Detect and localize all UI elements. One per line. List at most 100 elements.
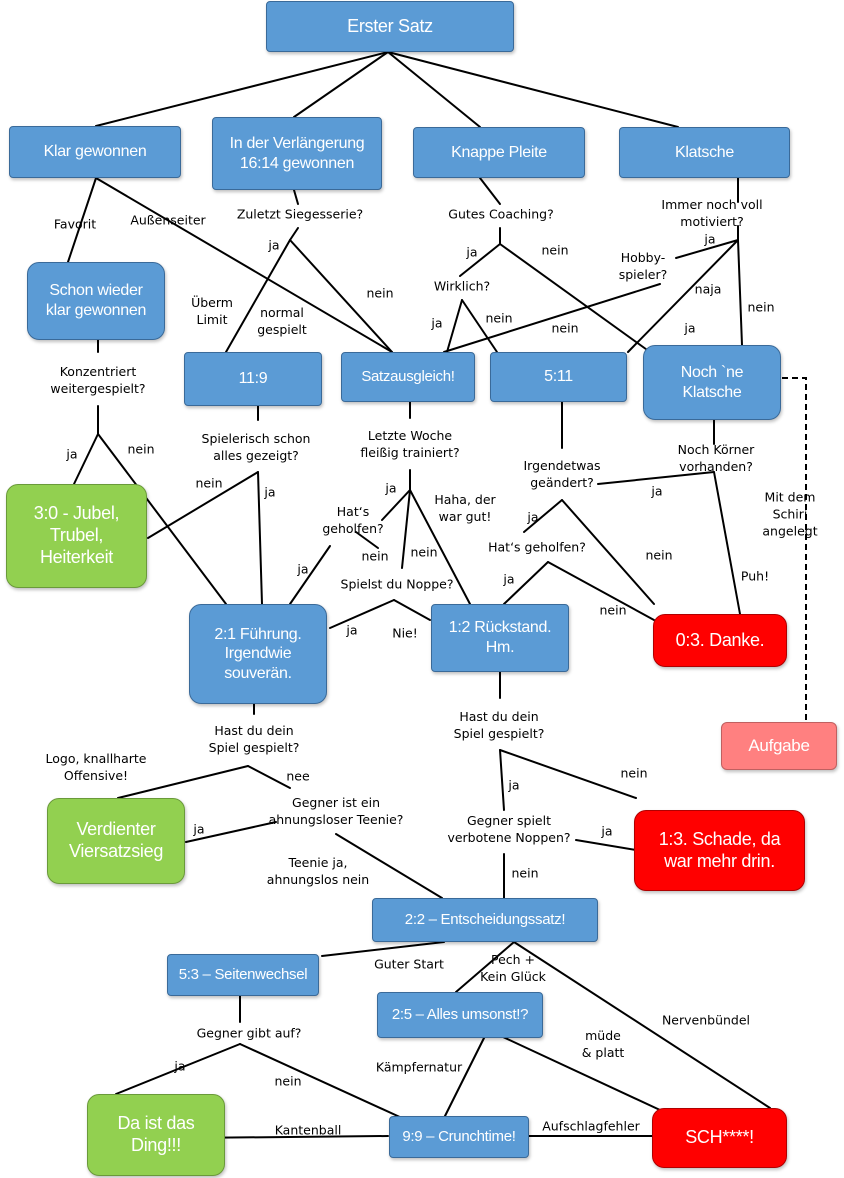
- edge: [293, 51, 389, 118]
- label-nee: nee: [286, 768, 310, 784]
- edge: [575, 839, 637, 851]
- node-klatsche: Klatsche: [619, 127, 790, 178]
- label-nie: Nie!: [392, 625, 418, 641]
- edge: [95, 51, 389, 127]
- label-pech: Pech + Kein Glück: [480, 952, 546, 984]
- label-nein: nein: [485, 310, 513, 326]
- edge: [487, 1029, 661, 1111]
- edge: [499, 749, 505, 811]
- label-nein: nein: [366, 285, 394, 301]
- edge: [443, 1029, 489, 1119]
- label-wirklich: Wirklich?: [433, 278, 491, 294]
- label-ja: ja: [174, 1058, 186, 1074]
- edge: [443, 283, 661, 353]
- label-schiri: Mit dem Schiri angelegt: [762, 489, 818, 539]
- edge: [329, 599, 395, 629]
- label-ja: ja: [503, 571, 515, 587]
- label-nein: nein: [645, 547, 673, 563]
- edge: [387, 51, 481, 128]
- edge: [117, 765, 249, 799]
- label-letzte-woche: Letzte Woche fleißig trainiert?: [360, 428, 460, 460]
- label-kantenball: Kantenball: [274, 1122, 342, 1138]
- edge: [713, 471, 741, 615]
- label-hats-geholfen-1: Hat‘s geholfen?: [322, 504, 384, 536]
- label-guter-start: Guter Start: [374, 956, 444, 972]
- label-ja: ja: [385, 480, 397, 496]
- label-ja: ja: [297, 561, 309, 577]
- label-spielerisch: Spielerisch schon alles gezeigt?: [201, 431, 311, 463]
- node-erster-satz: Erster Satz: [266, 1, 514, 52]
- node-knappe-pleite: Knappe Pleite: [413, 127, 585, 178]
- label-noch-koerner: Noch Körner vorhanden?: [677, 442, 755, 474]
- label-nein: nein: [511, 865, 539, 881]
- label-konzentriert: Konzentriert weitergespielt?: [50, 364, 146, 396]
- label-ja: ja: [466, 244, 478, 260]
- label-naja: naja: [694, 281, 722, 297]
- node-schade: 1:3. Schade, da war mehr drin.: [634, 810, 805, 891]
- label-puh: Puh!: [740, 568, 770, 584]
- label-nein: nein: [361, 548, 389, 564]
- edge: [446, 299, 463, 353]
- label-hast-du-1: Hast du dein Spiel gespielt?: [208, 723, 300, 755]
- label-zuletzt: Zuletzt Siegesserie?: [236, 206, 364, 222]
- label-gegner-teenie: Gegner ist ein ahnungsloser Teenie?: [268, 795, 404, 827]
- label-nervenbuendel: Nervenbündel: [661, 1012, 751, 1028]
- label-hobbyspieler: Hobby- spieler?: [618, 250, 668, 282]
- node-sch: SCH****!: [652, 1108, 787, 1168]
- edge: [355, 531, 379, 549]
- label-hast-du-2: Hast du dein Spiel gespielt?: [453, 709, 545, 741]
- node-11-9: 11:9: [184, 352, 322, 406]
- label-nein: nein: [747, 299, 775, 315]
- edge: [97, 433, 227, 605]
- label-ja: ja: [527, 509, 539, 525]
- label-ja: ja: [704, 231, 716, 247]
- edge: [523, 499, 563, 533]
- node-seitenwechsel: 5:3 – Seitenwechsel: [167, 954, 319, 996]
- node-verdienter: Verdienter Viersatzsieg: [47, 798, 185, 884]
- label-ja: ja: [264, 484, 276, 500]
- edge: [461, 299, 498, 353]
- label-ja: ja: [193, 821, 205, 837]
- edge: [503, 561, 549, 605]
- dashed-edge: [782, 377, 807, 722]
- node-ding: Da ist das Ding!!!: [87, 1094, 225, 1176]
- label-ja: ja: [346, 622, 358, 638]
- label-nein: nein: [127, 441, 155, 457]
- edge: [95, 177, 393, 353]
- edge: [561, 499, 655, 605]
- node-danke: 0:3. Danke.: [653, 614, 787, 667]
- node-entscheidung: 2:2 – Entscheidungssatz!: [372, 898, 598, 942]
- edge: [321, 941, 445, 957]
- edge: [459, 243, 501, 277]
- label-gutes-coaching: Gutes Coaching?: [448, 206, 554, 222]
- edge: [67, 177, 97, 263]
- label-nein: nein: [599, 602, 627, 618]
- label-ja: ja: [268, 237, 280, 253]
- edge: [401, 489, 411, 569]
- edge: [257, 471, 263, 605]
- label-nein: nein: [551, 320, 579, 336]
- label-spielst: Spielst du Noppe?: [340, 576, 454, 592]
- edge: [513, 941, 771, 1109]
- node-jubel: 3:0 - Jubel, Trubel, Heiterkeit: [6, 484, 147, 588]
- label-gegner-noppen: Gegner spielt verbotene Noppen?: [447, 813, 571, 845]
- edge: [409, 489, 471, 605]
- node-aufgabe: Aufgabe: [721, 722, 837, 770]
- label-hats-geholfen-2: Hat‘s geholfen?: [488, 539, 586, 555]
- label-aussenseiter: Außenseiter: [130, 212, 206, 228]
- edge: [381, 489, 411, 521]
- node-rueckstand: 1:2 Rückstand. Hm.: [431, 604, 569, 672]
- label-irgendwas: Irgendetwas geändert?: [523, 458, 601, 490]
- node-verlaengerung: In der Verlängerung 16:14 gewonnen: [212, 117, 382, 190]
- label-teenie-ja: Teenie ja, ahnungslos nein: [266, 855, 370, 887]
- label-uberm: Überm Limit: [191, 295, 233, 327]
- edge: [147, 471, 259, 539]
- edge: [73, 433, 99, 485]
- label-kaempfernatur: Kämpfernatur: [375, 1059, 463, 1075]
- label-nein: nein: [541, 242, 569, 258]
- edge: [247, 765, 291, 789]
- label-nein: nein: [195, 475, 223, 491]
- node-crunchtime: 9:9 – Crunchtime!: [389, 1116, 529, 1158]
